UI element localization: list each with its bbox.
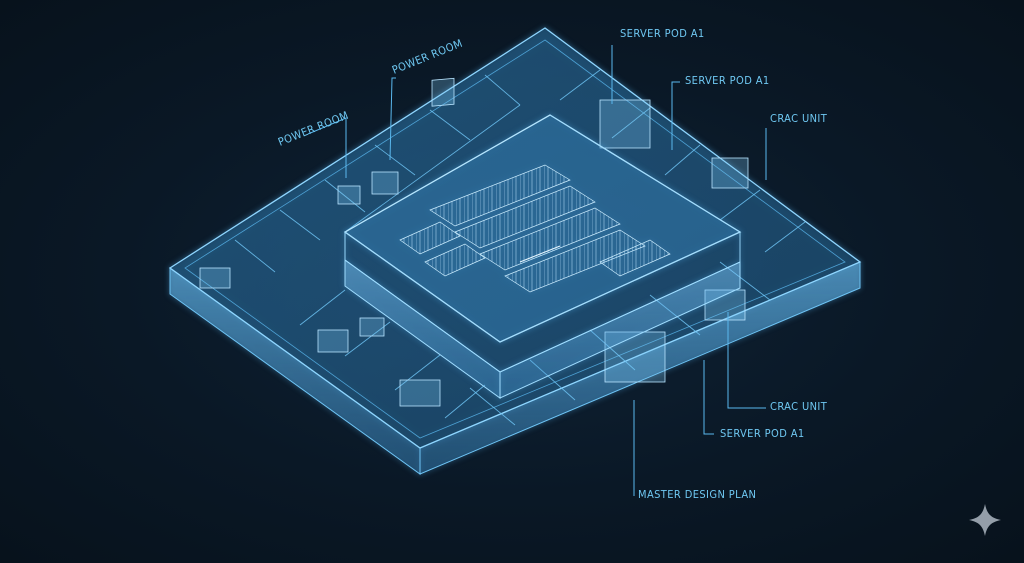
label-crac-unit-bottom: CRAC UNIT — [770, 400, 828, 413]
building-slab — [168, 27, 862, 475]
label-server-pod-bottom: SERVER POD A1 — [720, 427, 805, 440]
callout-leaders — [307, 45, 767, 496]
label-master-design-plan: MASTER DESIGN PLAN — [638, 488, 756, 501]
sparkle-icon — [969, 504, 1001, 536]
server-rack-rows — [399, 164, 671, 293]
equipment — [199, 77, 749, 407]
label-crac-unit-top: CRAC UNIT — [770, 112, 828, 125]
label-server-pod-top-2: SERVER POD A1 — [685, 74, 770, 87]
label-power-room-2: POWER ROOM — [390, 37, 464, 77]
label-power-room-1: POWER ROOM — [276, 109, 350, 149]
label-server-pod-top-1: SERVER POD A1 — [620, 27, 705, 40]
central-data-hall — [343, 114, 742, 399]
